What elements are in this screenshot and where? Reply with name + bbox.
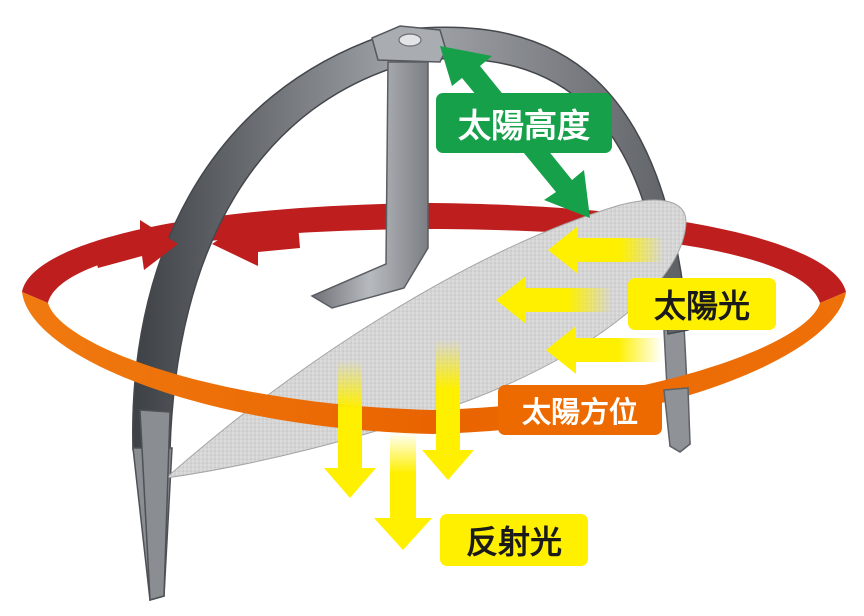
frame-post-right-front (663, 387, 691, 453)
frame-center-post (310, 61, 429, 309)
sunlight-label: 太陽光 (628, 278, 776, 330)
solar-azimuth-label: 太陽方位 (498, 385, 662, 435)
arrow-left-icon (496, 276, 612, 324)
frame-leg-front (139, 409, 171, 601)
rotation-arrow-icon (212, 214, 300, 266)
arrow-left-icon (548, 226, 664, 274)
sunlight-arrows (496, 226, 664, 374)
arrow-down-icon (422, 340, 474, 480)
reflected-light-label: 反射光 (440, 514, 588, 566)
arrow-left-icon (546, 326, 662, 374)
rotation-arrow-icon (92, 220, 178, 270)
reflected-light-arrows (324, 340, 474, 550)
arrow-down-icon (374, 432, 432, 550)
frame-top-mount (371, 25, 447, 63)
arrow-down-icon (324, 360, 376, 498)
solar-altitude-label: 太陽高度 (436, 93, 612, 153)
